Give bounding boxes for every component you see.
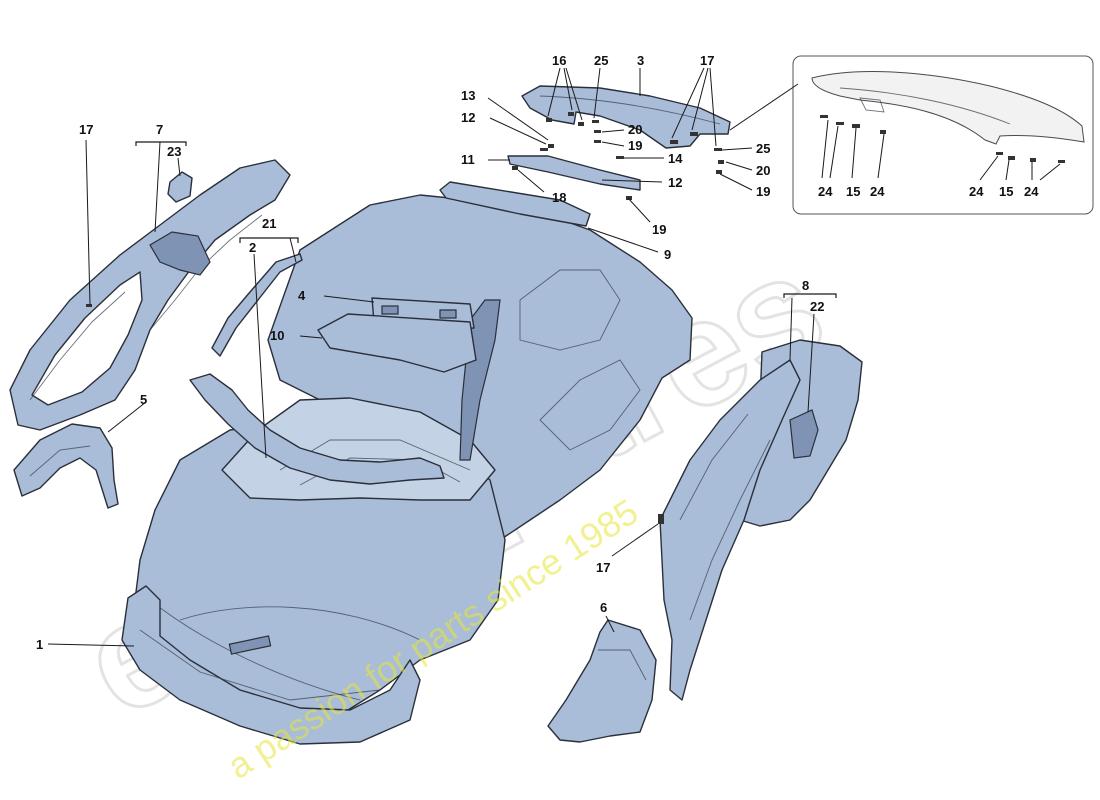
part-11-roof-bracket xyxy=(507,155,641,191)
windscreen-header-rail xyxy=(189,373,445,485)
callout-inset-15a: 15 xyxy=(846,184,860,199)
part-6-front-fender xyxy=(547,619,657,743)
a-pillar-strip xyxy=(211,253,303,357)
roof-cross-members: 4 10 9 11 12 13 18 19 12 xyxy=(270,88,682,373)
left-side-window-cutout xyxy=(31,271,143,406)
callout-21: 21 xyxy=(262,216,276,231)
callout-10: 10 xyxy=(270,328,284,343)
callout-25-right: 25 xyxy=(756,141,770,156)
callout-2: 2 xyxy=(249,240,256,255)
callout-19-top: 19 xyxy=(628,138,642,153)
rear-trim-fasteners xyxy=(546,112,724,174)
right-side-assembly: 8 22 17 6 xyxy=(547,278,863,743)
callout-14-a: 14 xyxy=(668,151,683,166)
callout-13: 13 xyxy=(461,88,475,103)
callout-inset-15b: 15 xyxy=(999,184,1013,199)
inset-detail: 24 15 24 24 15 24 xyxy=(729,55,1094,215)
callout-22: 23 xyxy=(167,144,181,159)
callout-6: 6 xyxy=(600,600,607,615)
callout-17-left: 17 xyxy=(79,122,93,137)
callout-11: 11 xyxy=(461,152,475,167)
inset-leader xyxy=(729,83,799,131)
callout-12-right: 12 xyxy=(668,175,682,190)
callout-1: 1 xyxy=(36,637,43,652)
windscreen-frame: 21 2 xyxy=(189,216,445,485)
callout-inset-24c: 24 xyxy=(969,184,984,199)
part-3-rear-upper-panel xyxy=(521,85,731,149)
callout-3: 3 xyxy=(637,53,644,68)
callout-17-right: 17 xyxy=(596,560,610,575)
callout-20-right: 20 xyxy=(756,163,770,178)
callout-12-left: 12 xyxy=(461,110,475,125)
inset-rear-panel xyxy=(811,71,1085,145)
callout-7: 7 xyxy=(156,122,163,137)
callout-20-top: 20 xyxy=(628,122,642,137)
main-body-shell: 1 xyxy=(36,194,693,745)
callout-19-right: 19 xyxy=(756,184,770,199)
callout-18-b: 19 xyxy=(652,222,666,237)
callout-inset-24a: 24 xyxy=(818,184,833,199)
part-22-cap xyxy=(167,171,193,203)
callout-inset-24d: 24 xyxy=(1024,184,1039,199)
callout-inset-24b: 24 xyxy=(870,184,885,199)
callout-16-right: 17 xyxy=(700,53,714,68)
front-crash-structure xyxy=(121,585,421,745)
left-side-frame: 17 7 23 5 xyxy=(9,122,291,509)
front-vent xyxy=(228,635,272,655)
callout-16-left: 16 xyxy=(552,53,566,68)
inset-panel-line xyxy=(839,87,1011,125)
inset-fasteners xyxy=(820,115,1065,163)
callout-23: 22 xyxy=(810,299,824,314)
part-5-front-fender-support xyxy=(13,423,119,509)
rear-upper-trim: 16 25 3 17 20 19 14 14 25 20 19 xyxy=(521,53,770,199)
part-10-parcel-shelf xyxy=(317,313,477,373)
part-9-roof-bow xyxy=(439,181,591,227)
callout-5: 5 xyxy=(140,392,147,407)
left-a-pillar-reinforcement xyxy=(149,231,211,276)
right-side-inner-structure xyxy=(659,359,801,701)
inset-panel-line-2 xyxy=(859,97,885,113)
callout-9: 9 xyxy=(664,247,671,262)
callout-4: 4 xyxy=(298,288,306,303)
callout-25-top: 25 xyxy=(594,53,608,68)
callout-18-a: 18 xyxy=(552,190,566,205)
callout-8: 8 xyxy=(802,278,809,293)
